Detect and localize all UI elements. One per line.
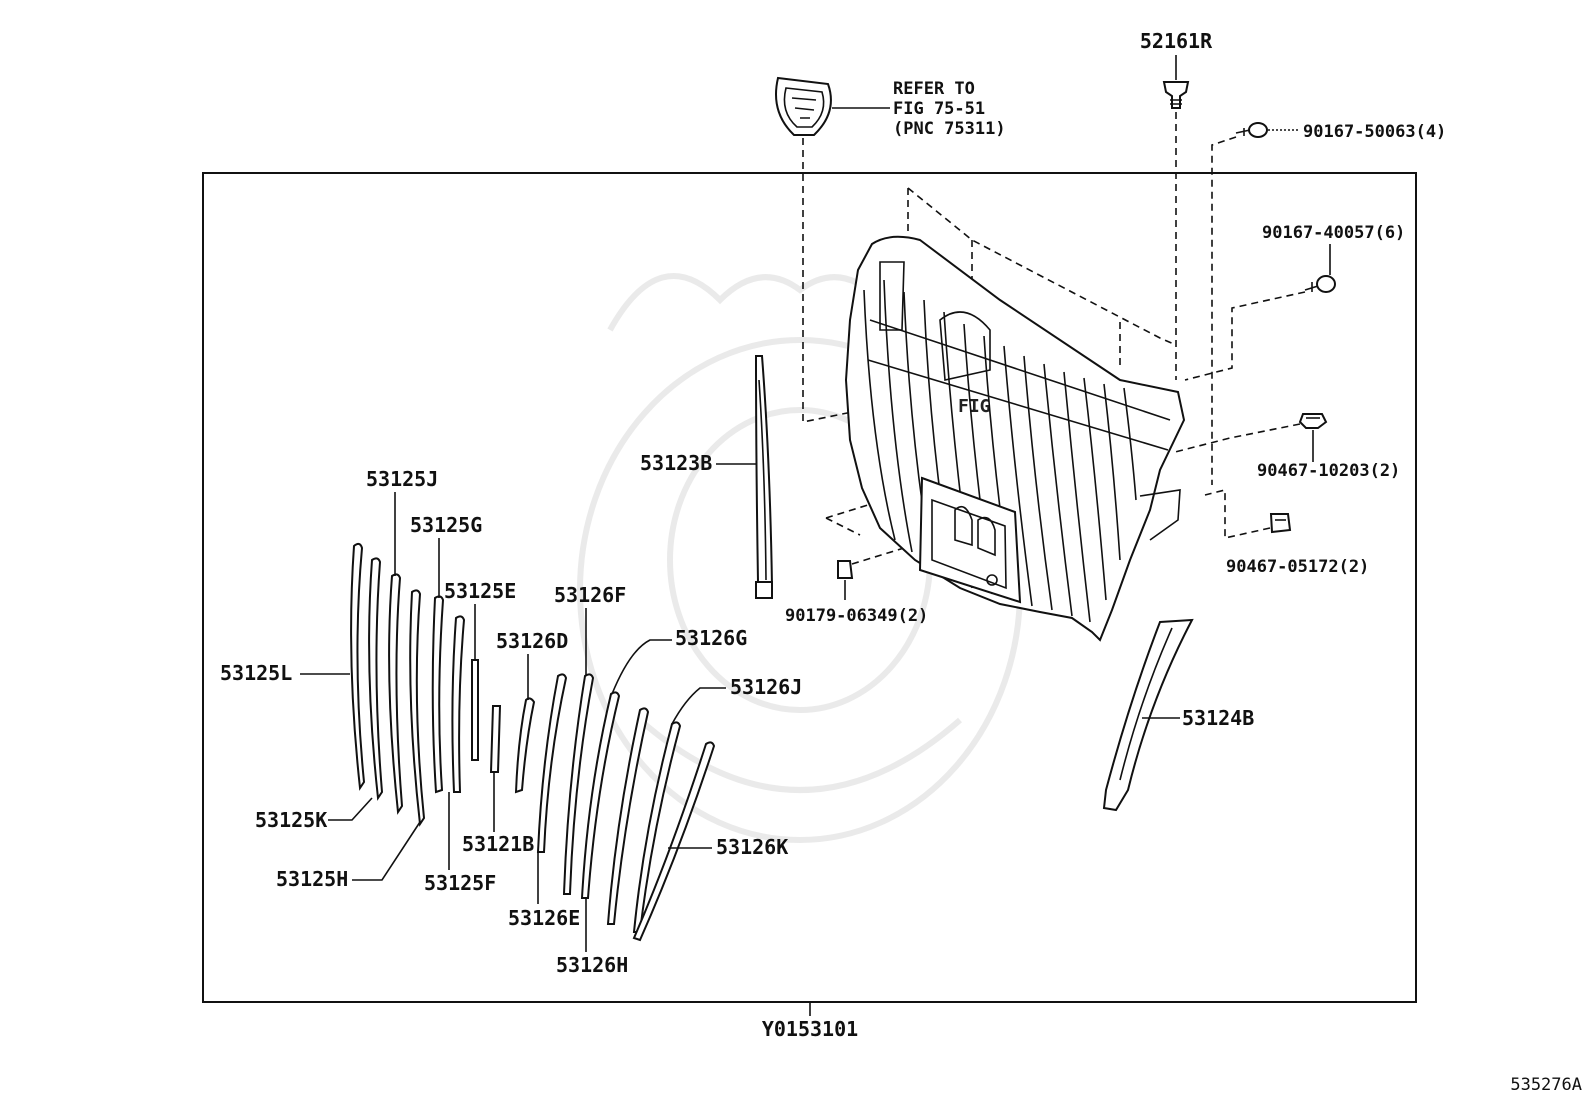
callout-90467-10203: 90467-10203(2) <box>1257 461 1400 481</box>
strip-53126E <box>536 673 568 853</box>
strip-53126G <box>580 691 621 899</box>
grille-logo-mark: FIG <box>958 396 991 417</box>
leader-53125K <box>328 797 373 821</box>
dash-90167-40057 <box>1184 291 1306 381</box>
strip-53125L <box>350 542 366 791</box>
callout-53125G: 53125G <box>410 513 482 537</box>
callout-53126E: 53126E <box>508 906 580 930</box>
callout-53126G: 53126G <box>675 626 747 650</box>
clip-90179-06349 <box>837 560 854 579</box>
callout-90467-05172: 90467-05172(2) <box>1226 557 1369 577</box>
dash-90167-50063 <box>1211 136 1237 485</box>
strip-53125F <box>451 615 466 793</box>
callout-90167-50063: 90167-50063(4) <box>1303 122 1446 142</box>
callout-53126J: 53126J <box>730 675 802 699</box>
molding-strips <box>350 542 716 942</box>
callout-52161R: 52161R <box>1140 29 1213 53</box>
callout-53125E: 53125E <box>444 579 516 603</box>
strip-53126H <box>606 707 650 925</box>
figure-code: 535276A <box>1510 1075 1582 1095</box>
callout-90167-40057: 90167-40057(6) <box>1262 223 1405 243</box>
assembly-label: Y0153101 <box>762 1017 858 1041</box>
callout-53125F: 53125F <box>424 871 496 895</box>
leader-53126G <box>611 639 672 695</box>
clip-90467-05172 <box>1269 513 1292 534</box>
emblem-part <box>775 76 832 136</box>
callout-53126F: 53126F <box>554 583 626 607</box>
strip-53125G <box>431 595 445 794</box>
strip-53126K <box>632 741 716 942</box>
callout-53126H: 53126H <box>556 953 628 977</box>
callout-53125H: 53125H <box>276 867 348 891</box>
assembly-frame <box>202 172 1417 1003</box>
callout-53121B: 53121B <box>462 832 534 856</box>
emblem-refer-line1: REFER TO <box>893 79 975 99</box>
strip-53126F <box>562 673 595 895</box>
callout-53125L: 53125L <box>220 661 292 685</box>
molding-53124B <box>1102 618 1194 812</box>
callout-90179-06349: 90179-06349(2) <box>785 606 928 626</box>
strip-53126D <box>514 697 536 794</box>
strip-53125K <box>368 557 384 801</box>
screw-90167-40057 <box>1304 275 1336 293</box>
emblem-refer-line3: (PNC 75311) <box>893 119 1006 139</box>
clip-52161R <box>1162 81 1190 109</box>
dash-90467-05172 <box>1204 488 1271 539</box>
strip-53126J <box>632 721 682 933</box>
strip-53125J <box>388 573 404 815</box>
strip-53121B <box>489 705 502 773</box>
dash-90467-10203 <box>1174 423 1301 453</box>
leader-53125H <box>352 821 421 881</box>
strip-53125H <box>409 589 426 827</box>
callout-53123B: 53123B <box>640 451 712 475</box>
strip-53125E <box>471 659 479 761</box>
molding-53123B <box>754 355 774 599</box>
grille-assembly: FIG <box>844 187 1186 642</box>
leader-53126J <box>671 687 726 725</box>
callout-53125J: 53125J <box>366 467 438 491</box>
callout-53124B: 53124B <box>1182 706 1254 730</box>
clip-90467-10203 <box>1298 413 1328 429</box>
screw-90167-50063 <box>1235 122 1268 138</box>
emblem-refer-line2: FIG 75-51 <box>893 99 985 119</box>
callout-53126D: 53126D <box>496 629 568 653</box>
callout-53126K: 53126K <box>716 835 788 859</box>
callout-53125K: 53125K <box>255 808 327 832</box>
